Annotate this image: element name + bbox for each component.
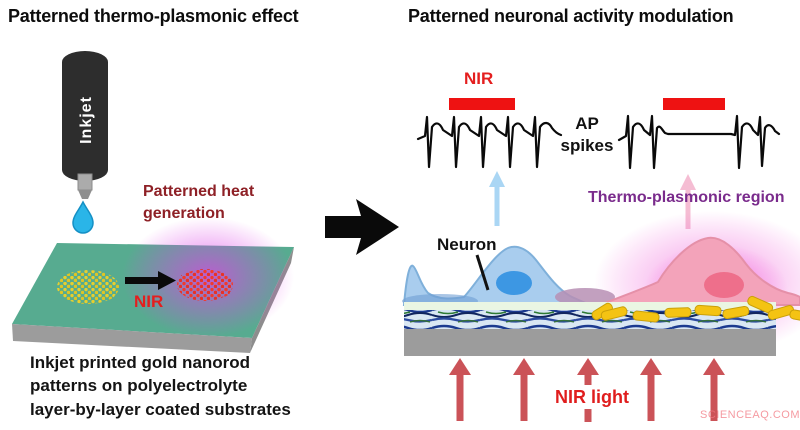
watermark: SCIENCEAQ.COM <box>700 409 800 421</box>
nir-light-arrow-icon <box>449 358 471 421</box>
pink-site-arrow-icon <box>680 174 696 229</box>
transition-arrow-icon <box>325 199 399 255</box>
neuron-label: Neuron <box>437 235 497 254</box>
nir-light-arrow-icon <box>703 358 725 421</box>
nir-arrow-icon <box>125 271 176 290</box>
inkjet-body <box>62 51 108 181</box>
right-panel-title: Patterned neuronal activity modulation <box>408 6 734 26</box>
inkjet-nozzle <box>77 173 93 191</box>
nir-light-arrow-icon <box>640 358 662 421</box>
neuron-pointer-line <box>475 254 490 291</box>
nir-label-left: NIR <box>134 292 164 311</box>
blue-site-arrow-icon <box>489 171 505 226</box>
nir-light-arrow-icon <box>513 358 535 421</box>
nir-light-label: NIR light <box>555 387 629 407</box>
neuron-blue-nucleus <box>496 271 532 295</box>
ink-droplet-icon <box>72 200 94 234</box>
inkjet-nozzle-tip <box>78 190 92 199</box>
thermo-plasmonic-region-label: Thermo-plasmonic region <box>588 189 785 206</box>
neuron-pink-cell <box>599 236 800 306</box>
polyelectrolyte-top-layer <box>404 302 776 312</box>
nir-light-arrow-icon <box>577 358 599 422</box>
slab-front-face <box>12 324 252 353</box>
nir-stimulus-bar-right <box>663 98 725 110</box>
heat-generation-label: Patterned heat generation <box>143 183 255 222</box>
left-panel-title: Patterned thermo-plasmonic effect <box>8 6 299 26</box>
left-panel-caption: Inkjet printed gold nanorod patterns on … <box>30 353 291 419</box>
neuron-pink-nucleus <box>704 272 744 298</box>
inkjet-printhead-icon: Inkjet <box>62 51 108 199</box>
culture-substrate <box>404 329 776 356</box>
printed-pattern-yellow <box>57 270 119 304</box>
nir-stimulus-bar-left <box>449 98 515 110</box>
printed-pattern-red <box>177 269 233 301</box>
spike-train-silenced <box>617 114 781 170</box>
cell-overlap-blob <box>555 288 615 306</box>
spike-train-continuous <box>416 115 563 169</box>
nir-label-right: NIR <box>464 69 494 88</box>
ap-spikes-label: AP spikes <box>560 114 614 156</box>
inkjet-label: Inkjet <box>78 96 95 144</box>
nir-light-arrows <box>449 358 725 422</box>
